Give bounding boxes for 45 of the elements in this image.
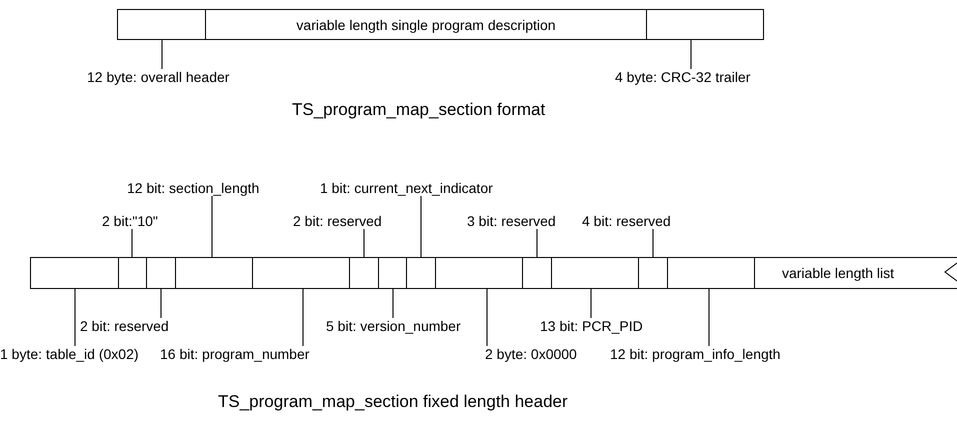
field-box [435, 257, 523, 289]
field-box [522, 257, 552, 289]
field-label: 2 bit: reserved [293, 213, 382, 229]
leader-line [160, 288, 162, 318]
diagram-caption: TS_program_map_section format [292, 100, 546, 120]
leader-line [690, 40, 692, 70]
field-box: variable length list [754, 257, 957, 289]
leader-line [590, 288, 592, 318]
field-label: 2 bit: reserved [80, 318, 169, 334]
field-label: 12 bit: program_info_length [610, 346, 780, 362]
leader-line [392, 288, 394, 318]
leader-line [420, 196, 422, 258]
field-box [118, 257, 147, 289]
field-label: 1 bit: current_next_indicator [320, 180, 493, 196]
field-label: 3 bit: reserved [467, 213, 556, 229]
field-label: 16 bit: program_number [160, 346, 310, 362]
field-label: 12 bit: section_length [127, 180, 260, 196]
field-label: 1 byte: table_id (0x02) [0, 346, 139, 362]
leader-line [652, 228, 654, 258]
leader-line [486, 288, 488, 346]
field-box [30, 257, 119, 289]
field-label: 2 byte: 0x0000 [485, 346, 577, 362]
field-box [646, 9, 764, 40]
field-label: 4 byte: CRC-32 trailer [615, 69, 750, 85]
field-label: 13 bit: PCR_PID [540, 318, 643, 334]
field-box [667, 257, 755, 289]
field-box [638, 257, 668, 289]
field-box [175, 257, 253, 289]
field-box [551, 257, 639, 289]
leader-line [74, 288, 76, 346]
field-box [349, 257, 379, 289]
field-label: 2 bit:"10" [102, 213, 158, 229]
field-box [378, 257, 407, 289]
leader-line [708, 288, 710, 346]
leader-line [302, 288, 304, 346]
field-box [252, 257, 350, 289]
leader-line [536, 228, 538, 258]
field-box: variable length single program description [205, 9, 647, 40]
field-box [146, 257, 176, 289]
diagram-caption: TS_program_map_section fixed length header [218, 392, 568, 412]
field-label: 12 byte: overall header [87, 69, 230, 85]
field-box [406, 257, 436, 289]
field-label: 5 bit: version_number [326, 318, 461, 334]
field-label: 4 bit: reserved [582, 213, 671, 229]
field-box [117, 9, 206, 40]
